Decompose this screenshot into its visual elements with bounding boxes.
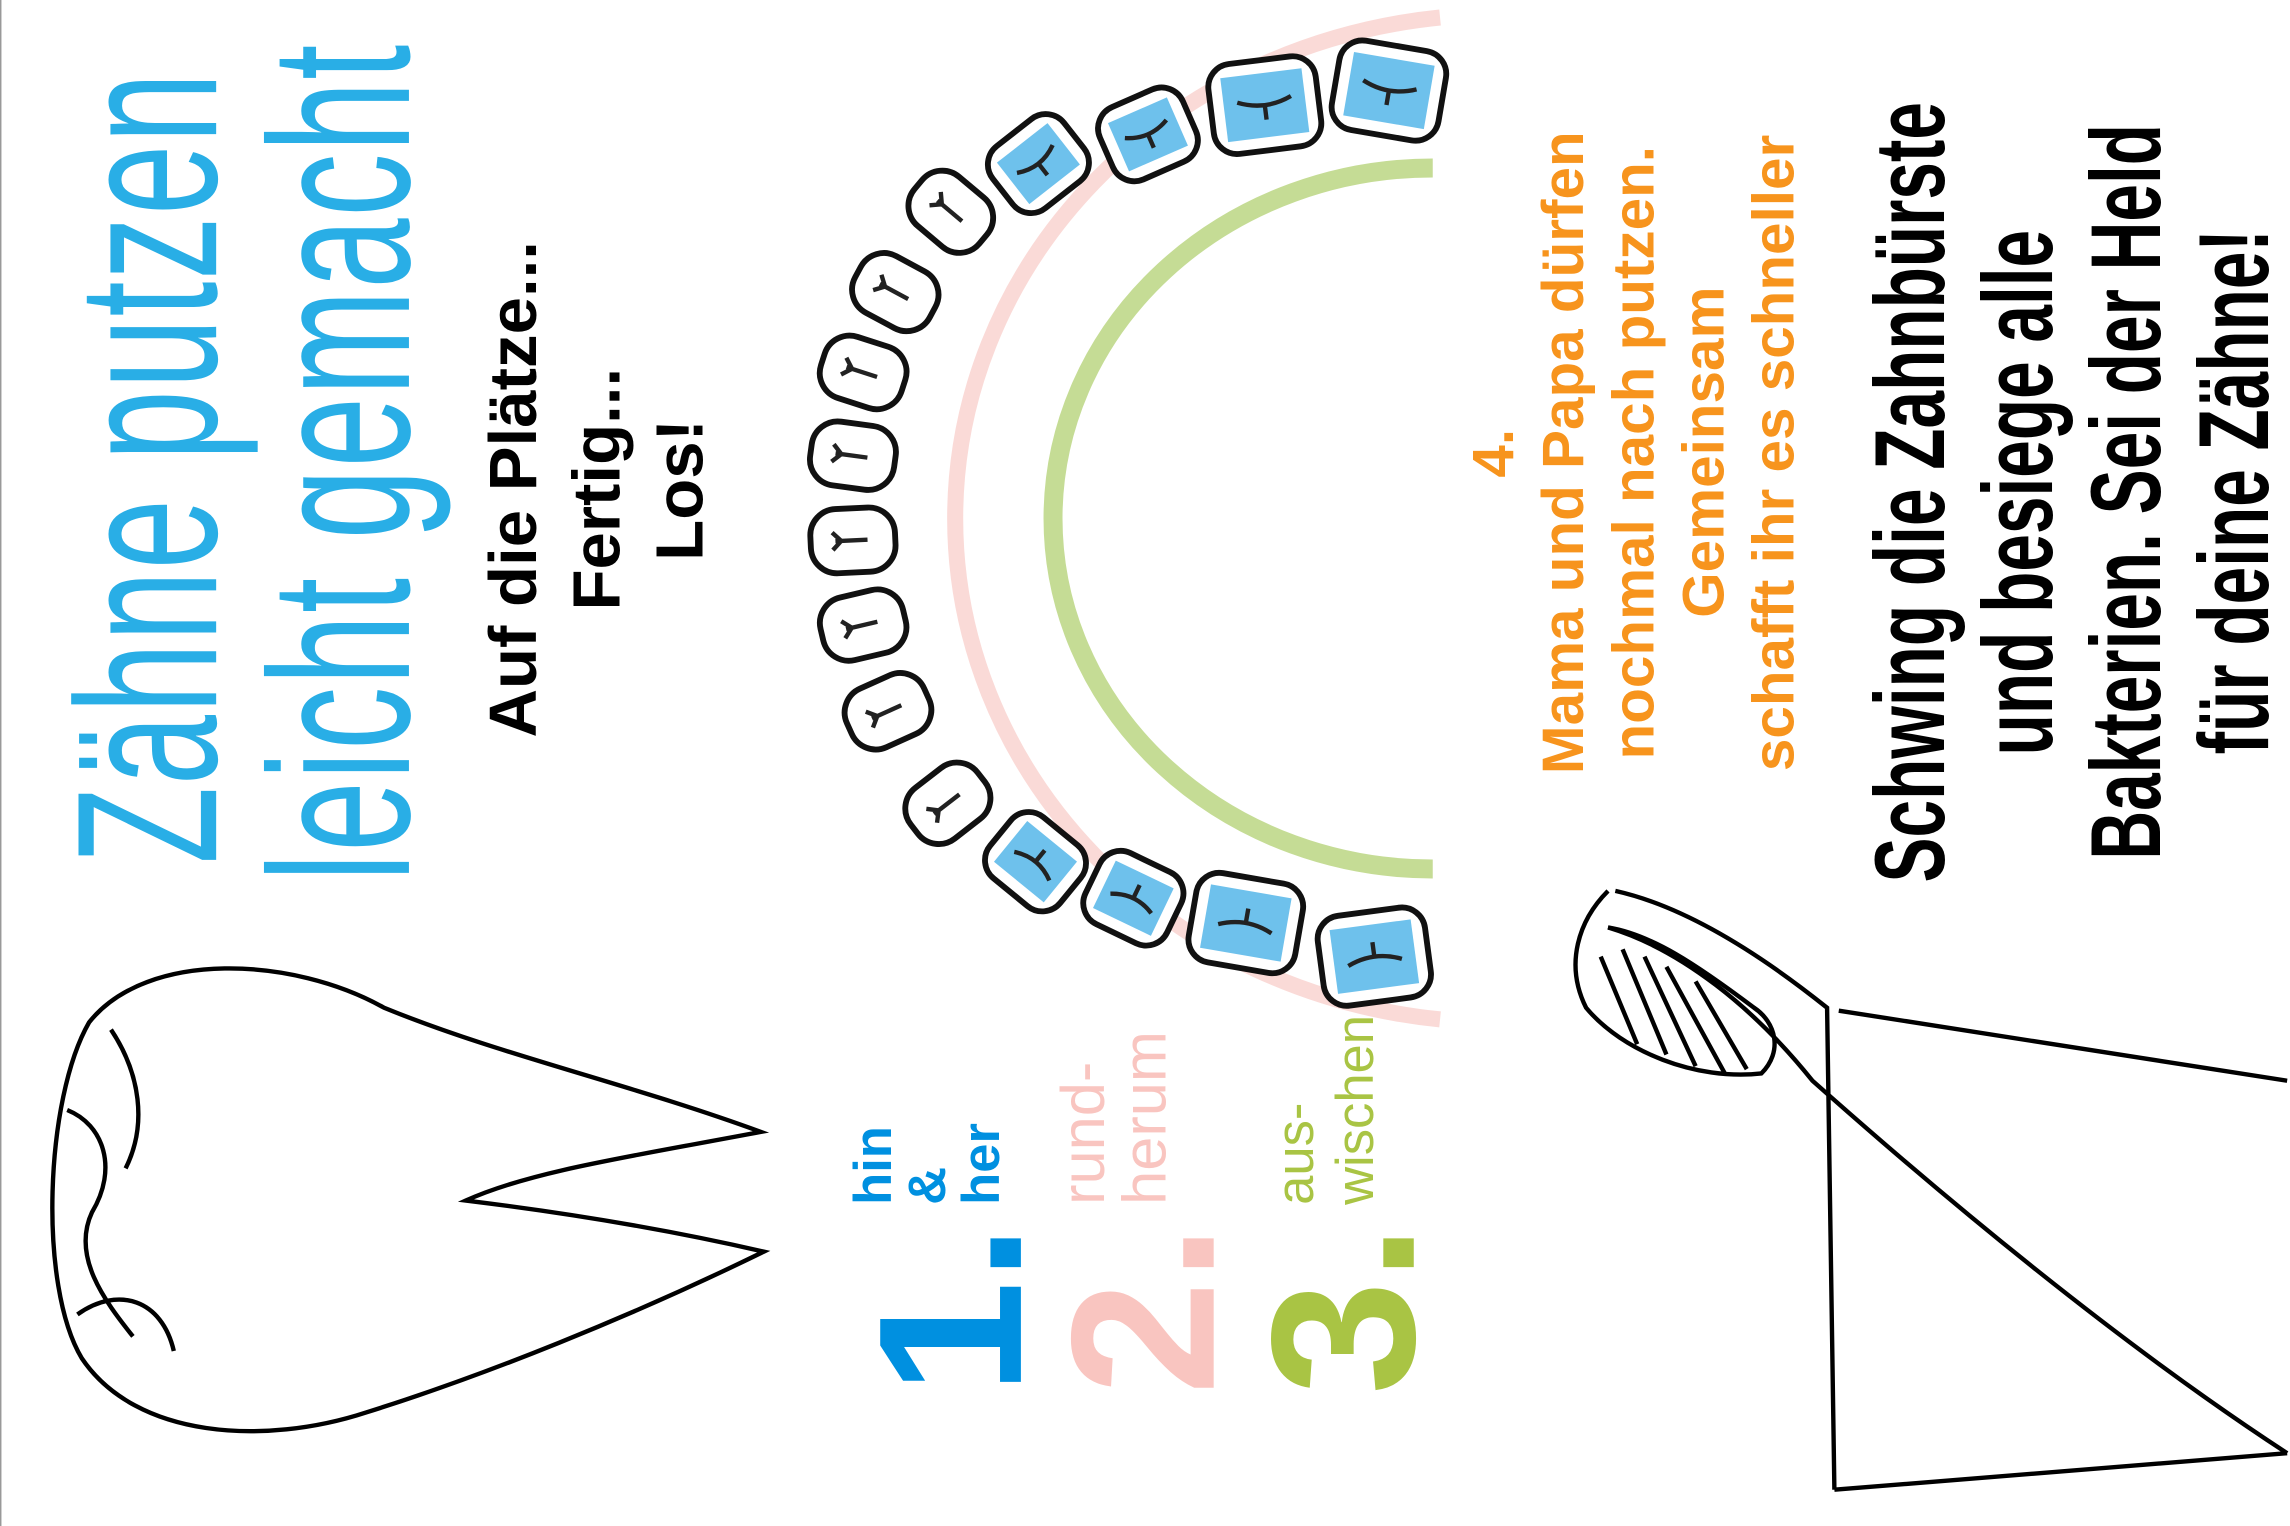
- step-2-label: rund- herum: [1048, 1008, 1184, 1205]
- molar-tooth: [1205, 53, 1325, 157]
- step-label-line: aus-: [1264, 1102, 1325, 1205]
- step-3-number: 3.: [1228, 1224, 1458, 1395]
- molar-tooth-drawing: [50, 966, 771, 1434]
- ready-line: Fertig...: [557, 367, 634, 611]
- hero-line: Bakterien. Sei der Held: [2070, 124, 2182, 861]
- step-label-line: herum: [1109, 1031, 1179, 1205]
- step-2-number: 2.: [1028, 1224, 1258, 1395]
- hero-line: Schwing die Zahnbürste: [1854, 101, 1966, 883]
- step-label-line: rund-: [1048, 1061, 1118, 1205]
- step-label-line: her: [950, 1123, 1011, 1205]
- step-label-line: hin: [842, 1126, 903, 1205]
- front-tooth: [816, 586, 910, 664]
- step-3-label: aus- wischen: [1265, 993, 1389, 1205]
- hero-message: Schwing die Zahnbürste und besiege alle …: [1854, 0, 2290, 989]
- step-label-line: &: [896, 1166, 957, 1205]
- front-tooth: [841, 670, 935, 753]
- step4-line: Gemeinsam: [1672, 287, 1737, 619]
- teeth-arch: [807, 37, 1450, 1009]
- front-tooth: [807, 418, 899, 493]
- molar-tooth: [1095, 84, 1201, 185]
- ready-line: Auf die Plätze...: [474, 241, 551, 738]
- title-line: leicht gemacht: [229, 42, 453, 882]
- front-tooth: [816, 332, 910, 413]
- step4-line: Mama und Papa dürfen: [1532, 131, 1597, 775]
- molar-tooth: [984, 111, 1092, 217]
- molar-tooth: [1080, 847, 1187, 949]
- hero-line: für deine Zähne!: [2179, 229, 2290, 755]
- step4-line: nochmal nach putzen.: [1602, 146, 1667, 760]
- ready-line: Los!: [641, 418, 718, 561]
- ready-set-go: Auf die Plätze... Fertig... Los!: [472, 0, 728, 1000]
- front-tooth: [902, 759, 994, 847]
- molar-tooth: [1328, 37, 1450, 144]
- step-label-line: wischen: [1324, 1014, 1385, 1205]
- front-tooth: [807, 504, 899, 577]
- title-line: Zähne putzen: [36, 70, 260, 864]
- front-tooth: [849, 250, 942, 335]
- step-4-text: 4. Mama und Papa dürfen nochmal nach put…: [1459, 0, 1812, 964]
- front-tooth: [905, 167, 997, 256]
- molar-tooth: [982, 809, 1089, 915]
- poster-title: Zähne putzen leicht gemacht: [36, 42, 453, 882]
- step4-line: schafft ihr es schneller: [1742, 134, 1807, 771]
- molar-tooth: [1185, 869, 1307, 977]
- step-1-number: 1.: [835, 1224, 1065, 1395]
- step-1-label: hin & her: [842, 1022, 1014, 1205]
- molar-tooth: [1314, 904, 1434, 1009]
- toothbrush-drawing: [1573, 888, 2289, 1492]
- hero-line: und besiege alle: [1962, 229, 2074, 755]
- step4-line: 4.: [1461, 428, 1527, 478]
- inner-arc: [1043, 158, 1433, 879]
